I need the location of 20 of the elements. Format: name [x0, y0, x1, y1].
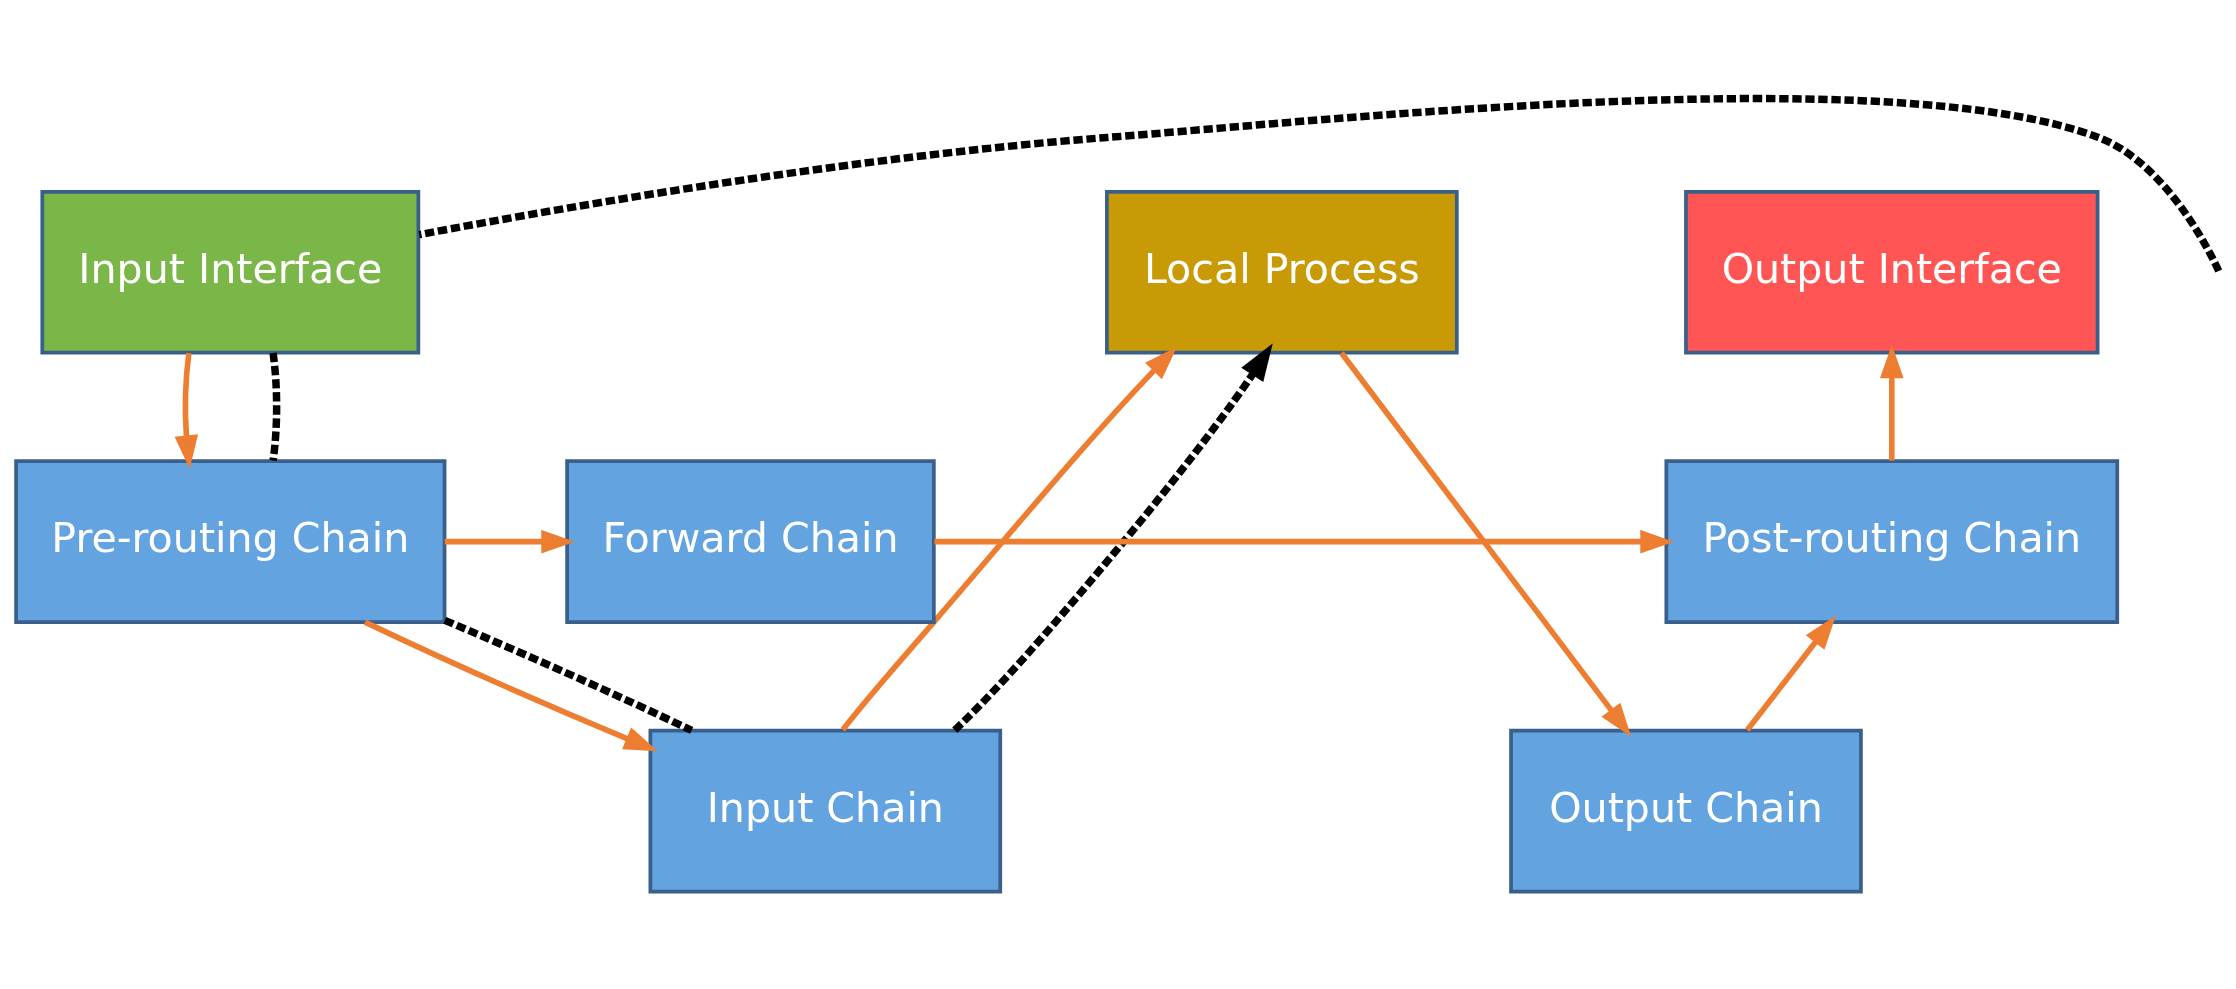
arrow [1880, 344, 1904, 461]
arrow [174, 352, 199, 469]
arrow [444, 529, 575, 553]
node-box: Input Interface [40, 189, 421, 355]
arrow [1745, 615, 1836, 732]
connector [269, 352, 281, 461]
node-box: Input Chain [648, 728, 1003, 893]
arrow [952, 342, 1273, 733]
node-box: Local Process [1105, 189, 1459, 355]
arrow [1339, 350, 1632, 737]
arrow [363, 619, 658, 751]
node-box: Output Interface [1684, 189, 2100, 355]
arrow [934, 529, 1675, 553]
node-box: Output Chain [1509, 728, 1863, 893]
connector [418, 94, 2223, 273]
arrow [840, 346, 1178, 731]
connector [443, 616, 694, 734]
node-box: Forward Chain [565, 458, 936, 624]
node-box: Post-routing Chain [1664, 458, 2120, 624]
node-box: Pre-routing Chain [14, 458, 447, 624]
